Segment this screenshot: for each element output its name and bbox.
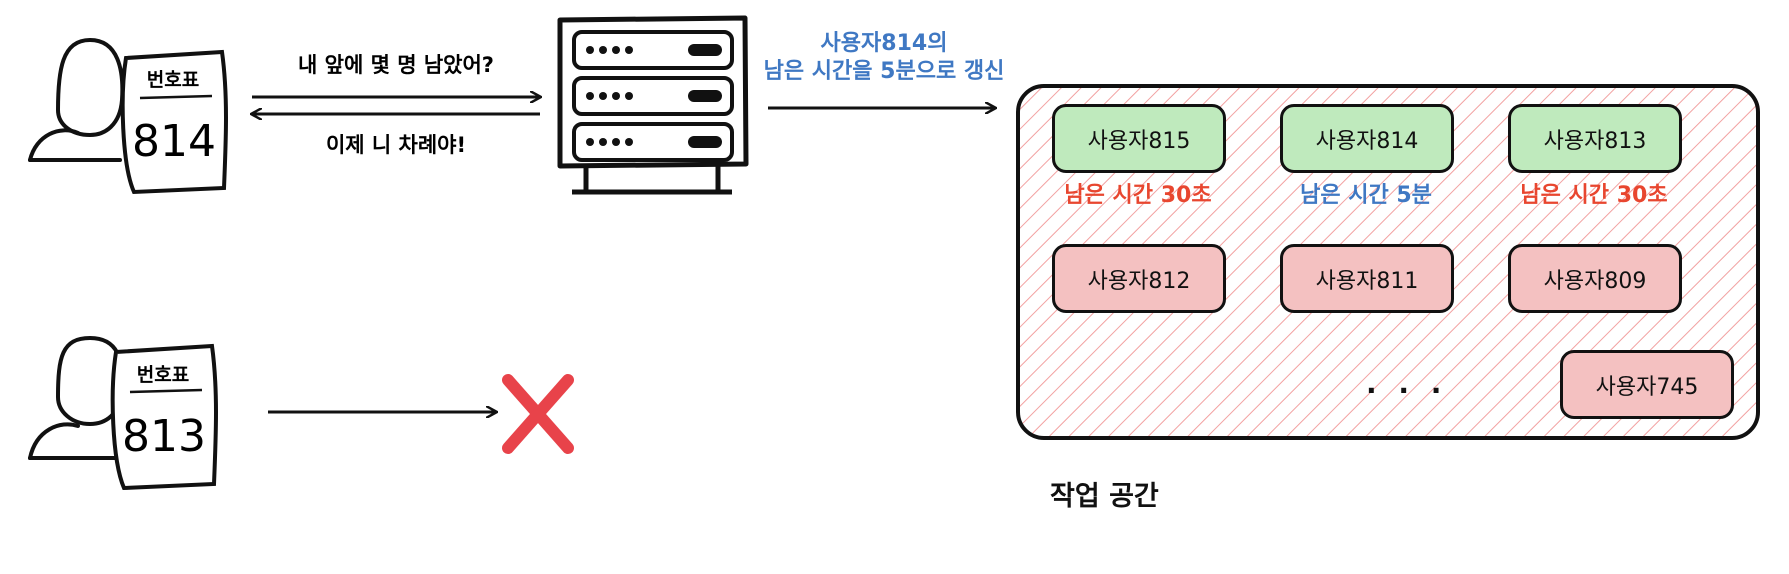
ticket-813: 번호표 813 bbox=[110, 343, 218, 491]
user-name: 사용자812 bbox=[1087, 268, 1191, 294]
ticket-title: 번호표 bbox=[137, 364, 189, 386]
more-users-ellipsis: · · · bbox=[1366, 374, 1448, 407]
user-name: 사용자815 bbox=[1087, 128, 1191, 154]
user-813-time: 남은 시간 30초 bbox=[1520, 183, 1668, 208]
rejected-x-icon bbox=[502, 374, 574, 454]
user-815-box: 사용자815 bbox=[1052, 104, 1226, 173]
user-813-box: 사용자813 bbox=[1508, 104, 1682, 173]
ticket-814: 번호표 814 bbox=[120, 49, 228, 195]
ticket-number: 813 bbox=[122, 411, 206, 462]
ticket-title: 번호표 bbox=[147, 69, 199, 91]
response-label: 이제 니 차례야! bbox=[326, 133, 466, 157]
ticket-number: 814 bbox=[132, 116, 216, 167]
user-814-box: 사용자814 bbox=[1280, 104, 1454, 173]
user-815-time: 남은 시간 30초 bbox=[1064, 183, 1212, 208]
server-icon bbox=[557, 15, 749, 195]
workspace-label: 작업 공간 bbox=[1050, 481, 1159, 512]
user-745-box: 사용자745 bbox=[1560, 350, 1734, 419]
person-icon bbox=[28, 37, 125, 162]
user-name: 사용자814 bbox=[1315, 128, 1419, 154]
user-811-box: 사용자811 bbox=[1280, 244, 1454, 313]
user-814-time: 남은 시간 5분 bbox=[1300, 183, 1432, 208]
request-label: 내 앞에 몇 명 남았어? bbox=[298, 53, 494, 77]
user-name: 사용자809 bbox=[1543, 268, 1647, 294]
update-label-line2: 남은 시간을 5분으로 갱신 bbox=[764, 59, 1005, 84]
user-name: 사용자745 bbox=[1595, 374, 1699, 400]
update-label-line1: 사용자814의 bbox=[821, 31, 948, 56]
user-812-box: 사용자812 bbox=[1052, 244, 1226, 313]
person-icon bbox=[28, 335, 125, 460]
user-name: 사용자813 bbox=[1543, 128, 1647, 154]
user-name: 사용자811 bbox=[1315, 268, 1419, 294]
user-809-box: 사용자809 bbox=[1508, 244, 1682, 313]
